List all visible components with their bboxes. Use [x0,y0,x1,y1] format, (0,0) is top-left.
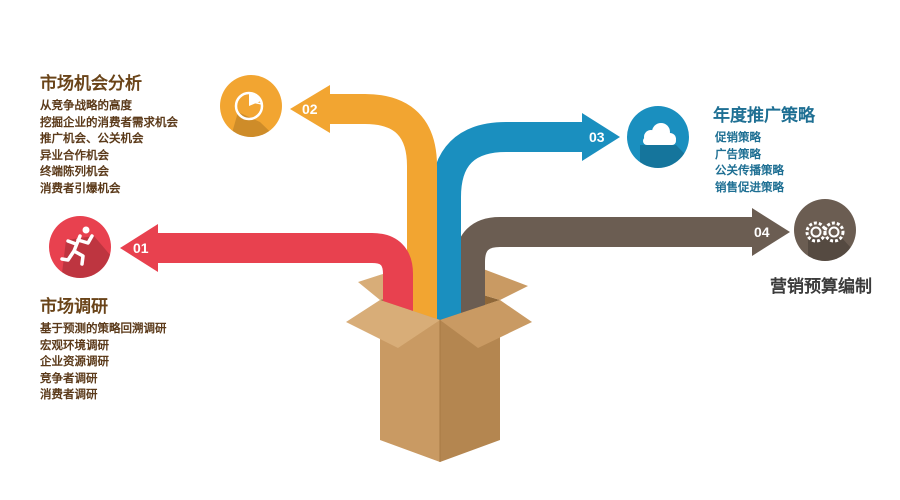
box-front [346,300,532,462]
step-02-text: 市场机会分析 从竞争战略的高度 挖掘企业的消费者需求机会 推广机会、公关机会 异… [40,73,178,196]
box-front-flap-left [346,300,440,348]
arrow-02-shaft [330,94,437,345]
step-01-circle [49,216,111,278]
arrow-04-shaft [455,217,752,345]
step-01-item: 竞争者调研 [40,370,98,385]
step-01-shadow [60,236,111,278]
step-01-item: 宏观环境调研 [40,337,109,352]
step-04-text: 营销预算编制 [770,276,872,300]
arrow-02-head [290,85,330,133]
step-01-title: 市场调研 [40,297,108,317]
step-02-item: 从竞争战略的高度 [40,98,132,112]
arrow-01: 01 [120,224,413,345]
step-01-item: 企业资源调研 [40,354,109,368]
arrow-01-shaft [158,233,413,345]
arrow-04-head [752,208,790,256]
arrow-01-number: 01 [133,240,149,256]
step-04-shadow [808,238,856,261]
arrow-04-number: 04 [754,224,770,240]
arrow-03-head [582,113,620,161]
step-03-shadow [640,145,689,168]
step-02-item: 终端陈列机会 [40,164,109,178]
step-02-shadow [230,112,282,137]
arrow-02-number: 02 [302,101,318,117]
step-01-item: 消费者调研 [40,387,98,401]
step-02-title: 市场机会分析 [40,74,142,94]
step-02-circle-bg [220,75,282,137]
gears-icon [805,221,845,243]
step-03-text: 年度推广策略 促销策略 广告策略 公关传播策略 销售促进策略 [713,105,815,195]
arrow-04: 04 [455,208,790,345]
step-03-item: 公关传播策略 [715,163,784,177]
step-02-item: 消费者引爆机会 [40,180,121,195]
step-01-item: 基于预测的策略回溯调研 [40,321,167,335]
step-03-circle [627,106,689,168]
step-03-item: 促销策略 [715,130,761,144]
step-04-title: 营销预算编制 [770,277,872,297]
step-01-circle-bg [49,216,111,278]
pie-chart-icon [234,91,264,121]
step-02-item: 异业合作机会 [40,147,109,162]
running-man-icon [60,226,94,266]
step-02-item: 推广机会、公关机会 [40,131,144,145]
box-front-flap-right [440,300,532,348]
step-02-item: 挖掘企业的消费者需求机会 [40,114,178,129]
arrow-03-shaft [431,122,582,345]
arrow-01-head [120,224,158,272]
arrow-03: 03 [431,113,620,345]
step-03-item: 广告策略 [715,146,761,161]
arrow-03-number: 03 [589,129,605,145]
step-03-title: 年度推广策略 [713,106,815,126]
step-03-item: 销售促进策略 [715,179,784,194]
cloud-icon [643,123,676,145]
step-02-circle [220,75,282,137]
step-04-circle [794,199,856,261]
step-01-text: 市场调研 基于预测的策略回溯调研 宏观环境调研 企业资源调研 竞争者调研 消费者… [40,296,167,403]
arrow-02: 02 [290,85,437,345]
